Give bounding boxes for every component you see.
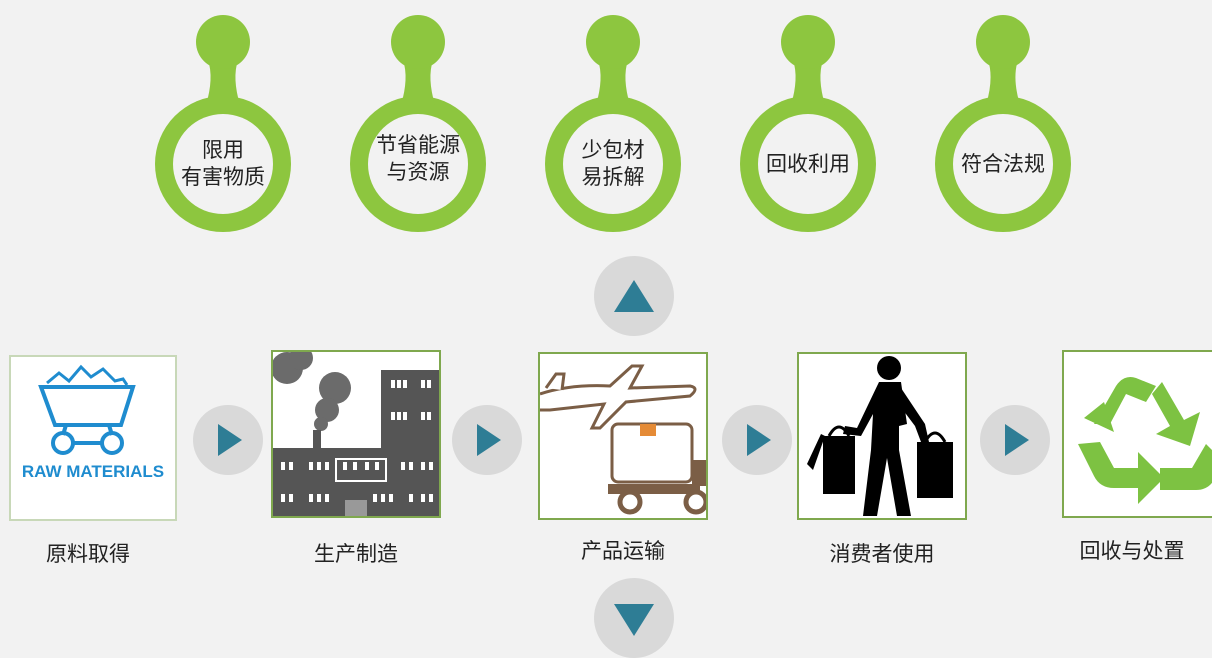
factory-icon: [273, 352, 439, 516]
pin-shape: [545, 15, 681, 232]
pin-shape: [155, 15, 291, 232]
up-arrow-button[interactable]: [594, 256, 674, 336]
stage-image-recycle: [1062, 350, 1212, 518]
pin-shape: [350, 15, 486, 232]
triangle-up-icon: [614, 280, 654, 312]
stage-label: 生产制造: [314, 542, 398, 566]
down-arrow-button[interactable]: [594, 578, 674, 658]
stage-label: 产品运输: [581, 539, 665, 563]
principle-text: 少包材 易拆解: [564, 115, 662, 213]
principle-pin: 回收利用: [733, 10, 883, 250]
stage-label: 消费者使用: [829, 542, 935, 566]
principle-line: 易拆解: [581, 165, 645, 189]
principle-line: 少包材: [581, 138, 645, 162]
triangle-right-icon: [477, 424, 501, 456]
shopper-icon: [807, 356, 953, 516]
principle-pin: 少包材 易拆解: [538, 10, 688, 250]
stage-image-raw-materials: RAW MATERIALS: [9, 355, 177, 521]
plane-truck-icon: [540, 364, 706, 515]
stage-label: 原料取得: [46, 542, 130, 566]
raw-materials-cart-icon: RAW MATERIALS: [22, 364, 164, 481]
principle-pin: 限用 有害物质: [148, 10, 298, 250]
pin-shape: [740, 15, 876, 232]
principle-text: 限用 有害物质: [174, 115, 272, 213]
next-arrow-button[interactable]: [722, 405, 792, 475]
triangle-down-icon: [614, 604, 654, 636]
principle-text: 符合法规: [954, 115, 1052, 213]
principle-line: 与资源: [386, 160, 450, 184]
stage-image-factory: [271, 350, 441, 518]
triangle-right-icon: [218, 424, 242, 456]
principle-line: 限用: [202, 138, 244, 162]
triangle-right-icon: [1005, 424, 1029, 456]
recycle-icon: [1078, 377, 1212, 504]
principle-line: 节省能源: [376, 133, 460, 157]
raw-materials-text: RAW MATERIALS: [22, 462, 164, 481]
principle-pin: 符合法规: [928, 10, 1078, 250]
pin-shape: [935, 15, 1071, 232]
principle-text: 回收利用: [759, 115, 857, 213]
principle-line: 有害物质: [181, 165, 265, 189]
principle-line: 符合法规: [961, 151, 1045, 176]
next-arrow-button[interactable]: [193, 405, 263, 475]
next-arrow-button[interactable]: [452, 405, 522, 475]
stage-image-consumer: [797, 352, 967, 520]
stage-label: 回收与处置: [1079, 539, 1185, 563]
principle-text: 节省能源 与资源: [369, 110, 467, 208]
principle-line: 回收利用: [766, 151, 850, 176]
principle-pin: 节省能源 与资源: [343, 10, 493, 250]
stage-image-transport: [538, 352, 708, 520]
triangle-right-icon: [747, 424, 771, 456]
next-arrow-button[interactable]: [980, 405, 1050, 475]
